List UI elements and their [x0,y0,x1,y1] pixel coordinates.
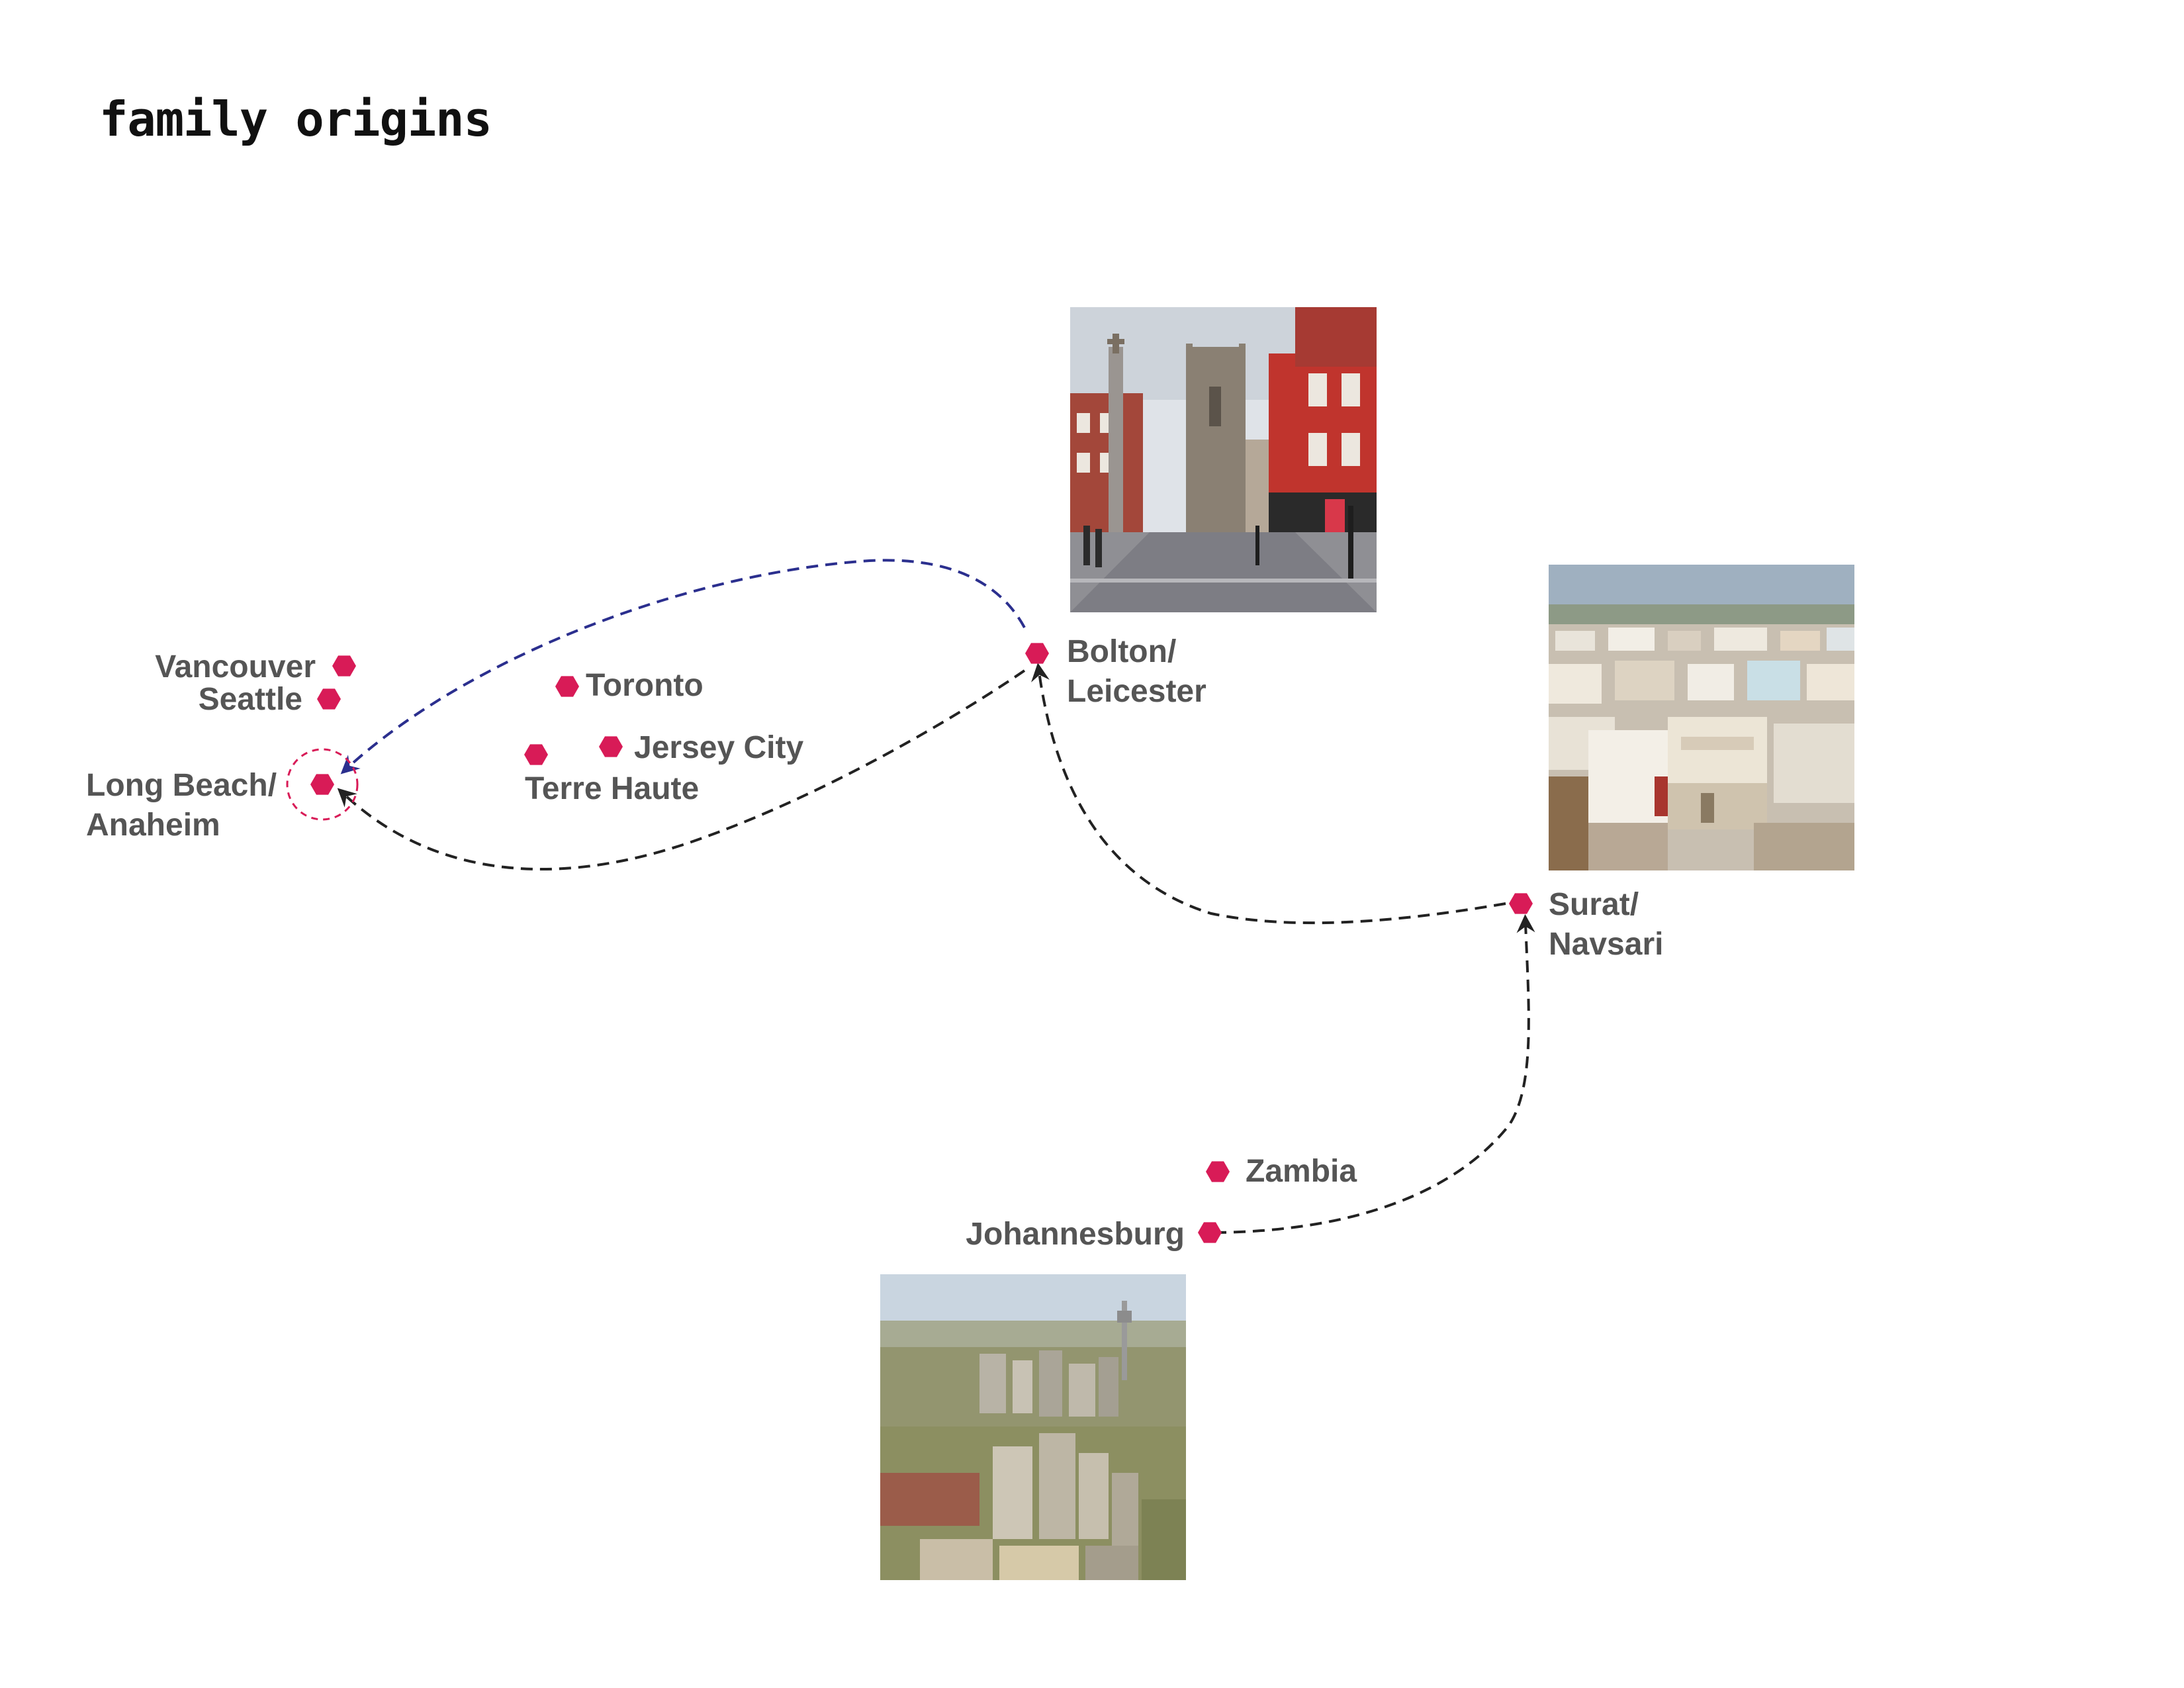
place-label-johannesburg: Johannesburg [966,1217,1185,1252]
marker-seattle [317,688,341,709]
place-label-long-beach-anaheim: Long Beach/ Anaheim [86,768,285,843]
marker-bolton-leicester [1025,643,1049,663]
route-surat-to-bolton [1039,672,1506,923]
place-label-jersey-city: Jersey City [634,730,803,765]
place-label-surat-navsari: Surat/ Navsari [1549,887,1663,962]
marker-jersey-city [599,736,623,757]
marker-zambia [1206,1161,1230,1182]
place-label-terre-haute: Terre Haute [525,771,699,806]
place-label-vancouver: Vancouver [155,649,316,684]
place-label-bolton-leicester: Bolton/ Leicester [1067,634,1206,709]
marker-long-beach-anaheim [310,774,334,794]
marker-johannesburg [1198,1222,1222,1243]
marker-toronto [555,676,579,696]
place-label-toronto: Toronto [586,668,704,703]
place-label-zambia: Zambia [1246,1154,1357,1189]
marker-terre-haute [524,744,548,765]
marker-vancouver [332,655,356,676]
marker-surat-navsari [1509,893,1533,914]
place-label-seattle: Seattle [199,682,302,717]
